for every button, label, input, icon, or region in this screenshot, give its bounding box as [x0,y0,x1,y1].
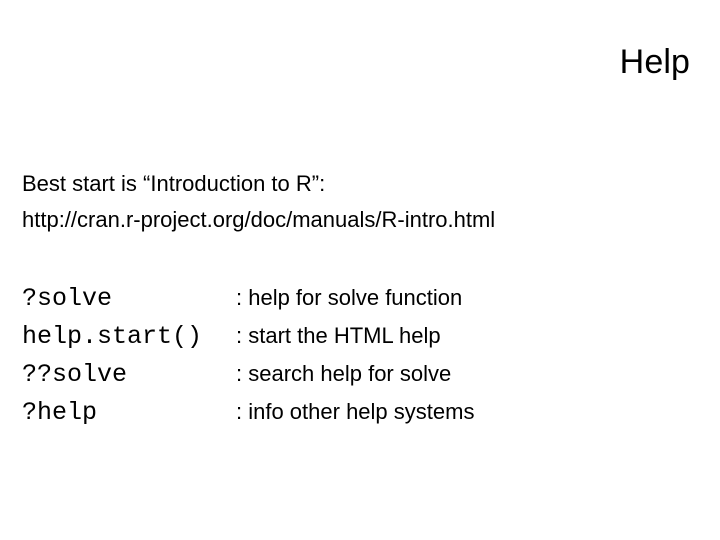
table-row: ?solve : help for solve function [22,279,682,317]
command-cell: ??solve [22,360,128,389]
command-cell: ?help [22,398,98,427]
intro-url-line: http://cran.r-project.org/doc/manuals/R-… [22,207,496,232]
page-title: Help [619,43,690,81]
command-cell: ?solve [22,284,113,313]
help-commands-table: ?solve : help for solve function help.st… [22,279,682,431]
description-cell: : help for solve function [236,285,463,310]
table-row: ??solve : search help for solve [22,355,682,393]
command-cell: help.start() [22,322,203,351]
intro-line-1: Best start is “Introduction to R”: [22,171,326,196]
help-commands-body: ?solve : help for solve function help.st… [22,279,682,431]
table-row: help.start() : start the HTML help [22,317,682,355]
description-cell: : start the HTML help [236,323,441,348]
intro-block: Best start is “Introduction to R”: http:… [22,166,682,238]
table-row: ?help : info other help systems [22,393,682,431]
description-cell: : info other help systems [236,399,475,424]
description-cell: : search help for solve [236,361,452,386]
